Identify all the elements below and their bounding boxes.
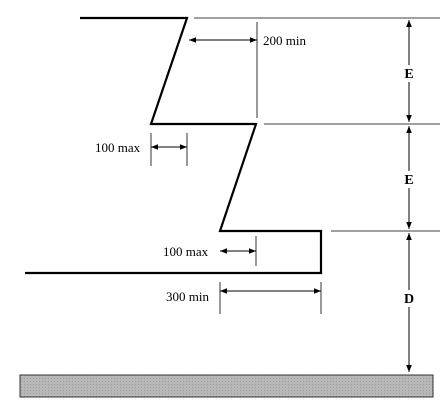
reference-lines: [150, 17, 440, 314]
label-200-min: 200 min: [263, 33, 306, 48]
label-300-min: 300 min: [166, 289, 209, 304]
label-d-lower: D: [404, 292, 414, 307]
label-e-upper: E: [404, 67, 413, 82]
label-100-max-left: 100 max: [95, 140, 141, 155]
wall-profile-line: [25, 16, 323, 275]
label-100-max-right: 100 max: [163, 244, 209, 259]
label-e-middle: E: [404, 173, 413, 188]
ground-slab: [19, 374, 434, 398]
